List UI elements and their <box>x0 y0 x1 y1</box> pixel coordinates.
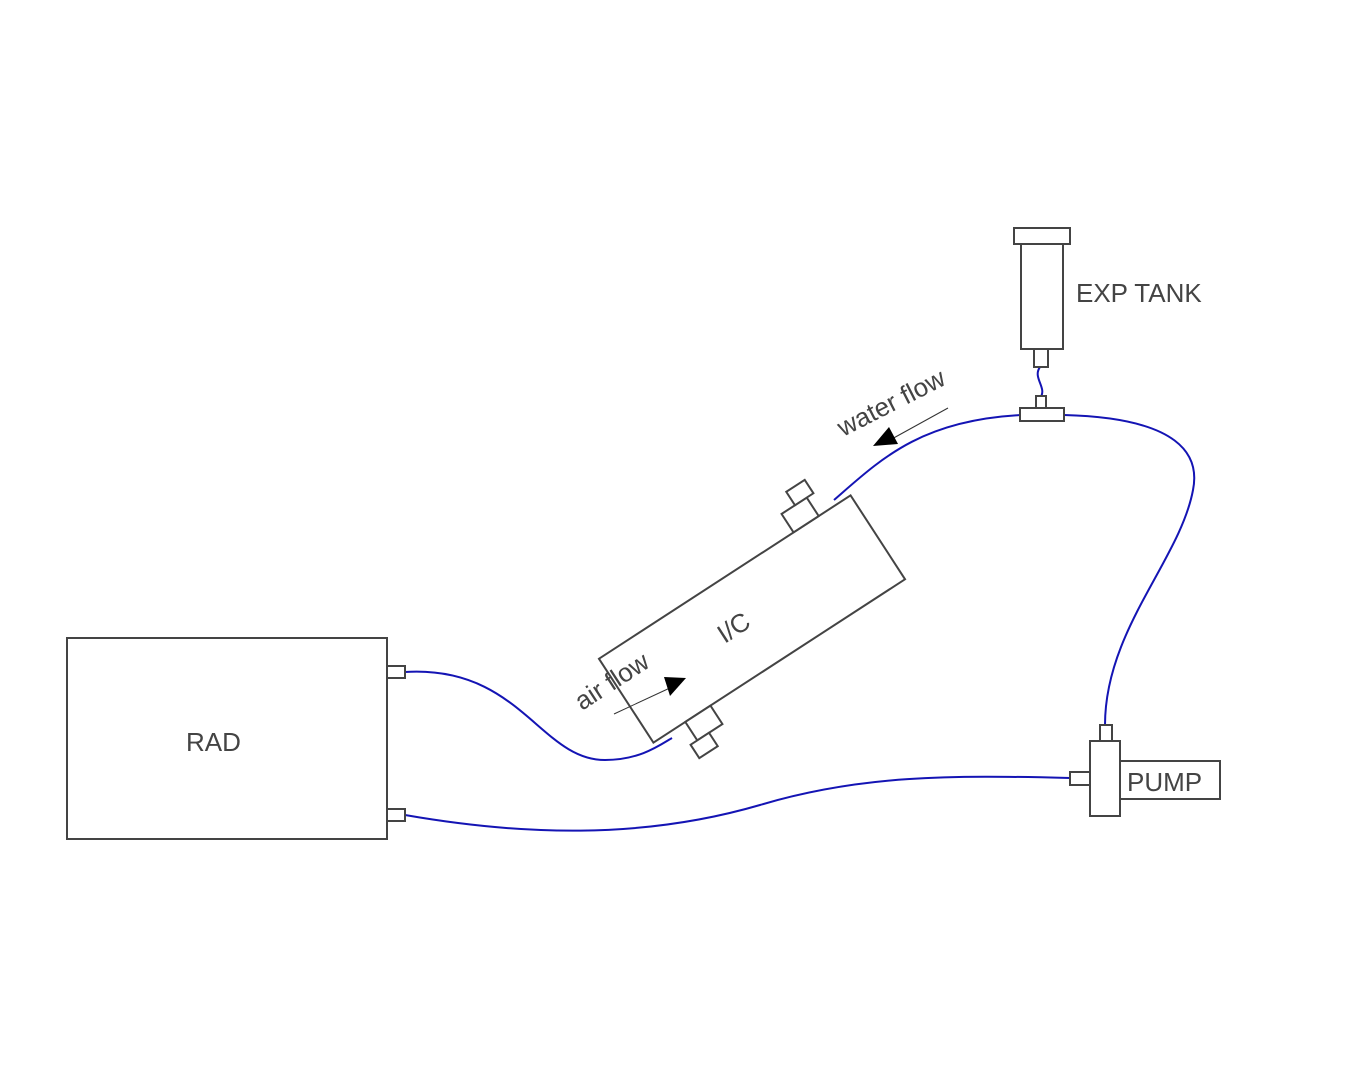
expansion-tank-cap <box>1013 227 1071 245</box>
hose-pump-to-rad <box>404 775 1071 832</box>
hose-rad-to-intercooler <box>404 670 673 762</box>
radiator-body <box>66 637 388 840</box>
expansion-tank-label: EXP TANK <box>1076 278 1202 308</box>
tee-fitting-stem <box>1035 395 1047 409</box>
hoses <box>404 366 1196 832</box>
radiator-upper-port <box>386 665 406 679</box>
pump-inlet-port <box>1099 724 1113 742</box>
pump-label: PUMP <box>1127 767 1202 797</box>
radiator-label: RAD <box>186 727 241 757</box>
intercooler: I/C <box>597 478 907 760</box>
expansion-tank-body <box>1020 243 1064 350</box>
pump-motor <box>1119 760 1221 800</box>
expansion-tank-outlet <box>1033 348 1049 368</box>
air-flow-line <box>613 686 673 715</box>
tee-fitting-body <box>1019 407 1065 422</box>
intercooler-body <box>597 493 907 745</box>
water-flow-arrow <box>873 427 898 446</box>
air-flow-arrow <box>664 677 686 696</box>
pump-body <box>1089 740 1121 817</box>
hose-intercooler-to-tee <box>833 414 1023 501</box>
radiator-lower-port <box>386 808 406 822</box>
pump: PUMP <box>1069 724 1221 817</box>
intercooler-inlet-tab <box>689 731 720 760</box>
intercooler-outlet-port <box>780 496 821 534</box>
pump-outlet-port <box>1069 771 1091 786</box>
radiator: RAD <box>66 637 406 840</box>
water-flow-line <box>889 407 949 441</box>
tee-fitting <box>1019 395 1065 422</box>
hose-tee-to-pump <box>1063 414 1196 726</box>
expansion-tank: EXP TANK <box>1013 227 1202 368</box>
hose-tank-to-tee <box>1036 366 1044 399</box>
intercooler-outlet-tab <box>784 478 815 507</box>
